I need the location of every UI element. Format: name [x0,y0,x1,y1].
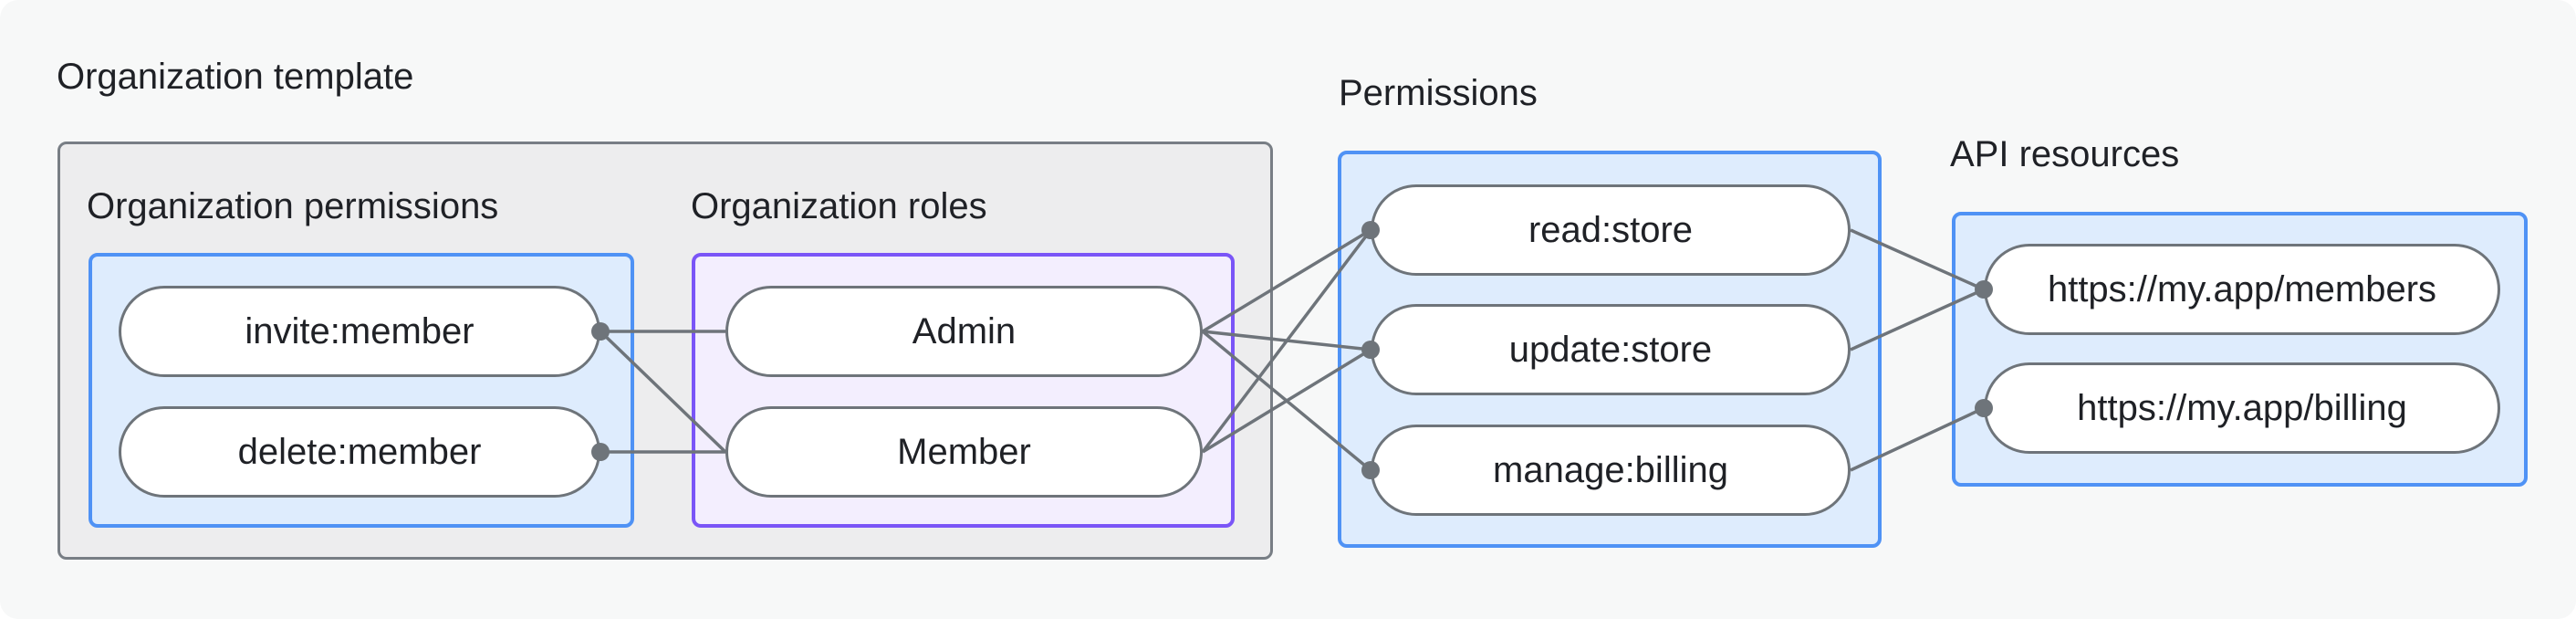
node-read-store: read:store [1371,184,1851,276]
node-api-billing: https://my.app/billing [1984,362,2500,454]
node-admin-role: Admin [725,286,1203,377]
node-delete-member: delete:member [119,406,600,498]
node-invite-member: invite:member [119,286,600,377]
node-member-role: Member [725,406,1203,498]
org-roles-title: Organization roles [691,186,987,226]
permissions-title: Permissions [1339,73,1538,113]
node-api-members: https://my.app/members [1984,244,2500,335]
node-update-store: update:store [1371,304,1851,395]
org-permissions-title: Organization permissions [87,186,499,226]
org-template-title: Organization template [57,57,414,97]
api-resources-title: API resources [1950,134,2180,174]
node-manage-billing: manage:billing [1371,425,1851,516]
